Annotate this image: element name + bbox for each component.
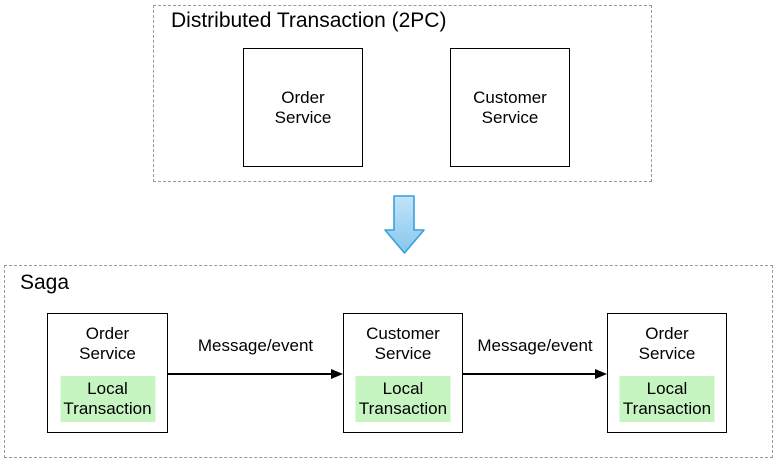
node-label: Order Service <box>79 324 136 364</box>
node-label-line: Service <box>638 344 696 363</box>
node-label: Customer Service <box>473 88 547 128</box>
local-transaction-line: Transaction <box>358 399 448 418</box>
node-label-line: Customer <box>366 324 440 343</box>
node-label-line: Customer <box>473 87 547 107</box>
node-label-line: Service <box>79 344 136 363</box>
node-label-line: Order <box>645 324 689 343</box>
node-label: Order Service <box>275 88 332 128</box>
node-customer-service-saga: Customer Service Local Transaction <box>343 313 463 433</box>
edge-label-message-event-2: Message/event <box>477 336 593 355</box>
node-order-service-saga-1: Order Service Local Transaction <box>47 313 168 433</box>
edge-label-message-event-1: Message/event <box>197 336 314 355</box>
group-saga <box>4 265 773 458</box>
group-distributed-transaction <box>153 5 652 182</box>
local-transaction-line: Transaction <box>622 399 712 418</box>
edge-line-2 <box>463 373 596 375</box>
group-title-distributed-transaction: Distributed Transaction (2PC) <box>171 9 447 32</box>
node-label-line: Order <box>281 87 325 107</box>
down-arrow-icon <box>384 195 425 254</box>
node-label: Order Service <box>639 324 696 364</box>
node-label-line: Service <box>481 107 539 127</box>
local-transaction-box: Local Transaction <box>60 376 155 422</box>
edge-line-1 <box>168 373 332 375</box>
edge-arrowhead-1 <box>331 369 343 379</box>
node-customer-service-2pc: Customer Service <box>450 48 570 167</box>
edge-arrowhead-2 <box>595 369 607 379</box>
node-label: Customer Service <box>366 324 440 364</box>
local-transaction-line: Transaction <box>63 399 152 418</box>
node-label-line: Service <box>274 107 332 127</box>
node-label-line: Service <box>374 344 432 363</box>
local-transaction-line: Local <box>87 379 128 398</box>
node-order-service-saga-2: Order Service Local Transaction <box>607 313 727 433</box>
local-transaction-box: Local Transaction <box>355 376 451 422</box>
local-transaction-line: Local <box>382 379 424 398</box>
local-transaction-line: Local <box>646 379 688 398</box>
local-transaction-box: Local Transaction <box>619 376 715 422</box>
group-title-saga: Saga <box>20 271 70 294</box>
node-order-service-2pc: Order Service <box>243 48 363 167</box>
node-label-line: Order <box>85 324 130 343</box>
